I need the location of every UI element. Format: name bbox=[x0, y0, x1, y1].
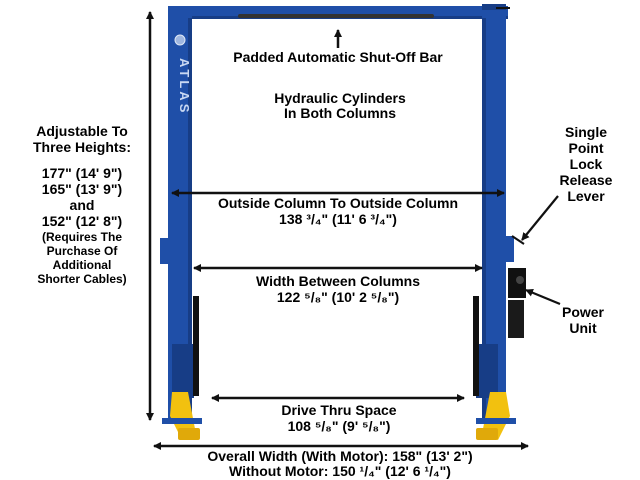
power-unit-fitting bbox=[516, 276, 524, 284]
shutoff-bar bbox=[238, 14, 434, 18]
height-option-2: 165" (13' 9") bbox=[41, 181, 123, 197]
outside-value: 138 ³/₄" (11' 6 ³/₄") bbox=[279, 211, 397, 227]
drive-value: 108 ⁵/₈" (9' ⁵/₈") bbox=[287, 418, 391, 434]
left-arm-pad bbox=[178, 428, 200, 440]
cylinders-label-line1: Hydraulic Cylinders bbox=[274, 90, 406, 106]
lock-lever-arrow bbox=[521, 195, 559, 241]
lock-lever-label-4: Release bbox=[559, 172, 613, 188]
lock-lever-label-3: Lock bbox=[569, 156, 603, 172]
heights-line1: Adjustable To bbox=[36, 123, 128, 139]
height-note-3: Additional bbox=[52, 258, 112, 272]
lock-lever-rod bbox=[511, 235, 525, 245]
left-column-shade bbox=[188, 18, 192, 418]
power-unit-arrow bbox=[525, 288, 561, 306]
height-note-4: Shorter Cables) bbox=[37, 272, 127, 286]
right-carriage bbox=[476, 344, 498, 398]
overall-line-1: Overall Width (With Motor): 158" (13' 2"… bbox=[207, 448, 473, 464]
lock-lever-label-5: Lever bbox=[567, 188, 605, 204]
left-column-bracket bbox=[160, 238, 168, 264]
between-value: 122 ⁵/₈" (10' 2 ⁵/₈") bbox=[276, 289, 400, 305]
between-title: Width Between Columns bbox=[256, 273, 420, 289]
height-option-1: 177" (14' 9") bbox=[41, 165, 123, 181]
right-cylinder bbox=[473, 296, 479, 396]
lock-lever-label-2: Point bbox=[568, 140, 604, 156]
lock-lever-label-1: Single bbox=[564, 124, 607, 140]
power-unit-tank bbox=[508, 300, 524, 338]
height-note-1: (Requires The bbox=[41, 230, 122, 244]
shutoff-bar-label: Padded Automatic Shut-Off Bar bbox=[233, 49, 443, 65]
power-unit-label-2: Unit bbox=[569, 320, 597, 336]
right-top-cap bbox=[482, 4, 506, 10]
left-carriage bbox=[172, 344, 194, 398]
left-base-plate bbox=[162, 418, 202, 424]
power-unit-motor bbox=[508, 268, 526, 298]
right-arm-pad bbox=[476, 428, 498, 440]
power-unit-label-1: Power bbox=[561, 304, 604, 320]
height-option-3: 152" (12' 8") bbox=[41, 213, 123, 229]
atlas-logo-icon bbox=[174, 34, 186, 46]
overall-line-2: Without Motor: 150 ¹/₄" (12' 6 ¹/₄") bbox=[229, 463, 451, 479]
left-cylinder bbox=[193, 296, 199, 396]
right-base-plate bbox=[476, 418, 516, 424]
brand-logo: ATLAS bbox=[177, 58, 192, 115]
right-column-shade bbox=[482, 18, 486, 418]
cylinders-label-line2: In Both Columns bbox=[284, 105, 396, 121]
height-note-2: Purchase Of bbox=[46, 244, 118, 258]
height-and: and bbox=[69, 197, 95, 213]
right-column-bracket bbox=[506, 236, 514, 262]
heights-line2: Three Heights: bbox=[32, 139, 131, 155]
outside-title: Outside Column To Outside Column bbox=[217, 195, 459, 211]
drive-title: Drive Thru Space bbox=[281, 402, 397, 418]
